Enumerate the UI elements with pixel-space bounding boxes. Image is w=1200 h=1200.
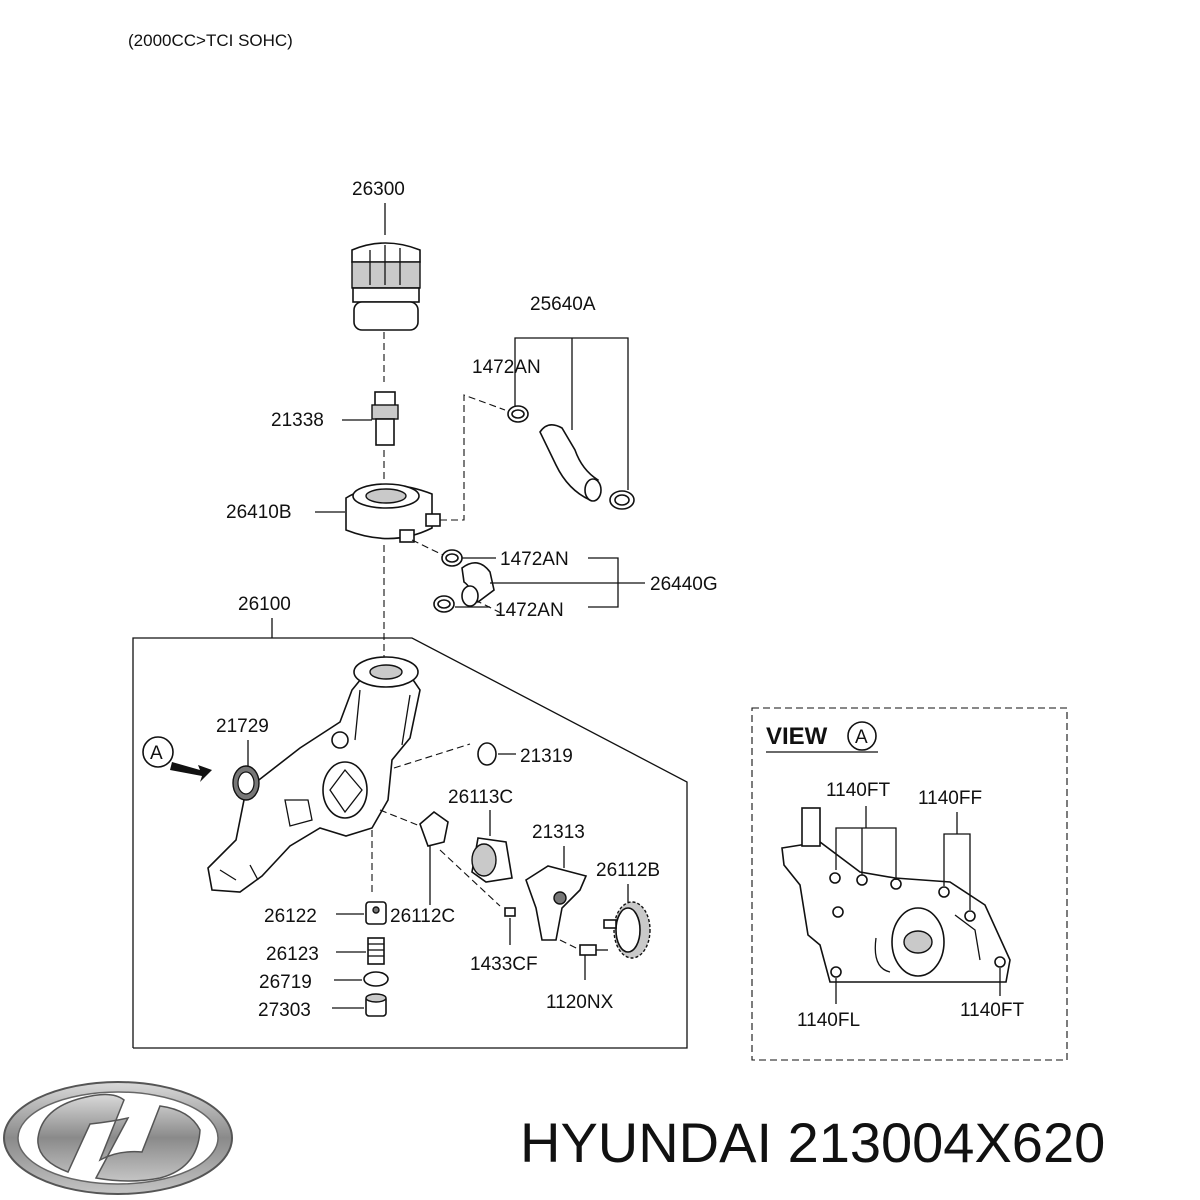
- label-26100: 26100: [238, 594, 291, 615]
- inner-rotor: [419, 810, 449, 847]
- outer-rotor: [471, 837, 513, 883]
- label-26440G: 26440G: [650, 574, 718, 595]
- label-1140FF: 1140FF: [918, 788, 982, 809]
- label-1472AN-upper: 1472AN: [472, 357, 541, 378]
- label-26112C: 26112C: [390, 906, 455, 927]
- hyundai-logo: [3, 1081, 233, 1195]
- label-1140FT-top: 1140FT: [826, 780, 890, 801]
- label-26123: 26123: [266, 944, 319, 965]
- label-1120NX: 1120NX: [546, 992, 614, 1013]
- spring: [367, 937, 385, 965]
- oil-pump-housing: [207, 656, 421, 893]
- label-26410B: 26410B: [226, 502, 292, 523]
- label-26112B: 26112B: [596, 860, 660, 881]
- label-1140FL: 1140FL: [797, 1010, 860, 1031]
- label-1433CF: 1433CF: [470, 954, 538, 975]
- label-27303: 27303: [258, 1000, 311, 1021]
- view-title-marker: A: [855, 727, 868, 748]
- upper-hose: [539, 424, 602, 502]
- view-marker-a: A: [150, 743, 163, 764]
- oil-cooler: [345, 483, 441, 543]
- clamp-lower-top: [441, 549, 463, 567]
- label-25640A: 25640A: [530, 294, 596, 315]
- label-21729: 21729: [216, 716, 269, 737]
- view-title: VIEW: [766, 723, 828, 750]
- label-1472AN-lower-1: 1472AN: [500, 549, 569, 570]
- label-1472AN-lower-2: 1472AN: [495, 600, 564, 621]
- label-26719: 26719: [259, 972, 312, 993]
- clamp-lower-bottom: [433, 595, 455, 613]
- bolt: [579, 944, 608, 956]
- plug: [365, 993, 387, 1017]
- fitting: [371, 391, 399, 446]
- pump-rear-view: [781, 807, 1011, 983]
- pump-cover: [525, 865, 588, 941]
- label-21319: 21319: [520, 746, 573, 767]
- label-21338: 21338: [271, 410, 324, 431]
- clamp-upper-right: [609, 490, 635, 510]
- plunger: [365, 901, 387, 925]
- view-arrow-icon: [170, 762, 212, 782]
- label-26300: 26300: [352, 179, 405, 200]
- view-a-panel: [751, 707, 1068, 1061]
- oil-filter: [351, 242, 421, 331]
- brand-part-number: HYUNDAI 213004X620: [520, 1111, 1105, 1174]
- gasket: [363, 971, 389, 987]
- variant-header: (2000CC>TCI SOHC): [128, 31, 293, 50]
- clamp-upper-left: [507, 405, 529, 423]
- o-ring: [477, 742, 497, 766]
- pin: [504, 907, 516, 917]
- label-26122: 26122: [264, 906, 317, 927]
- seal: [232, 765, 260, 801]
- lower-hose: [461, 562, 495, 607]
- label-26113C: 26113C: [448, 787, 513, 808]
- label-21313: 21313: [532, 822, 585, 843]
- label-1140FT-bottom: 1140FT: [960, 1000, 1024, 1021]
- drive-gear: [603, 901, 651, 959]
